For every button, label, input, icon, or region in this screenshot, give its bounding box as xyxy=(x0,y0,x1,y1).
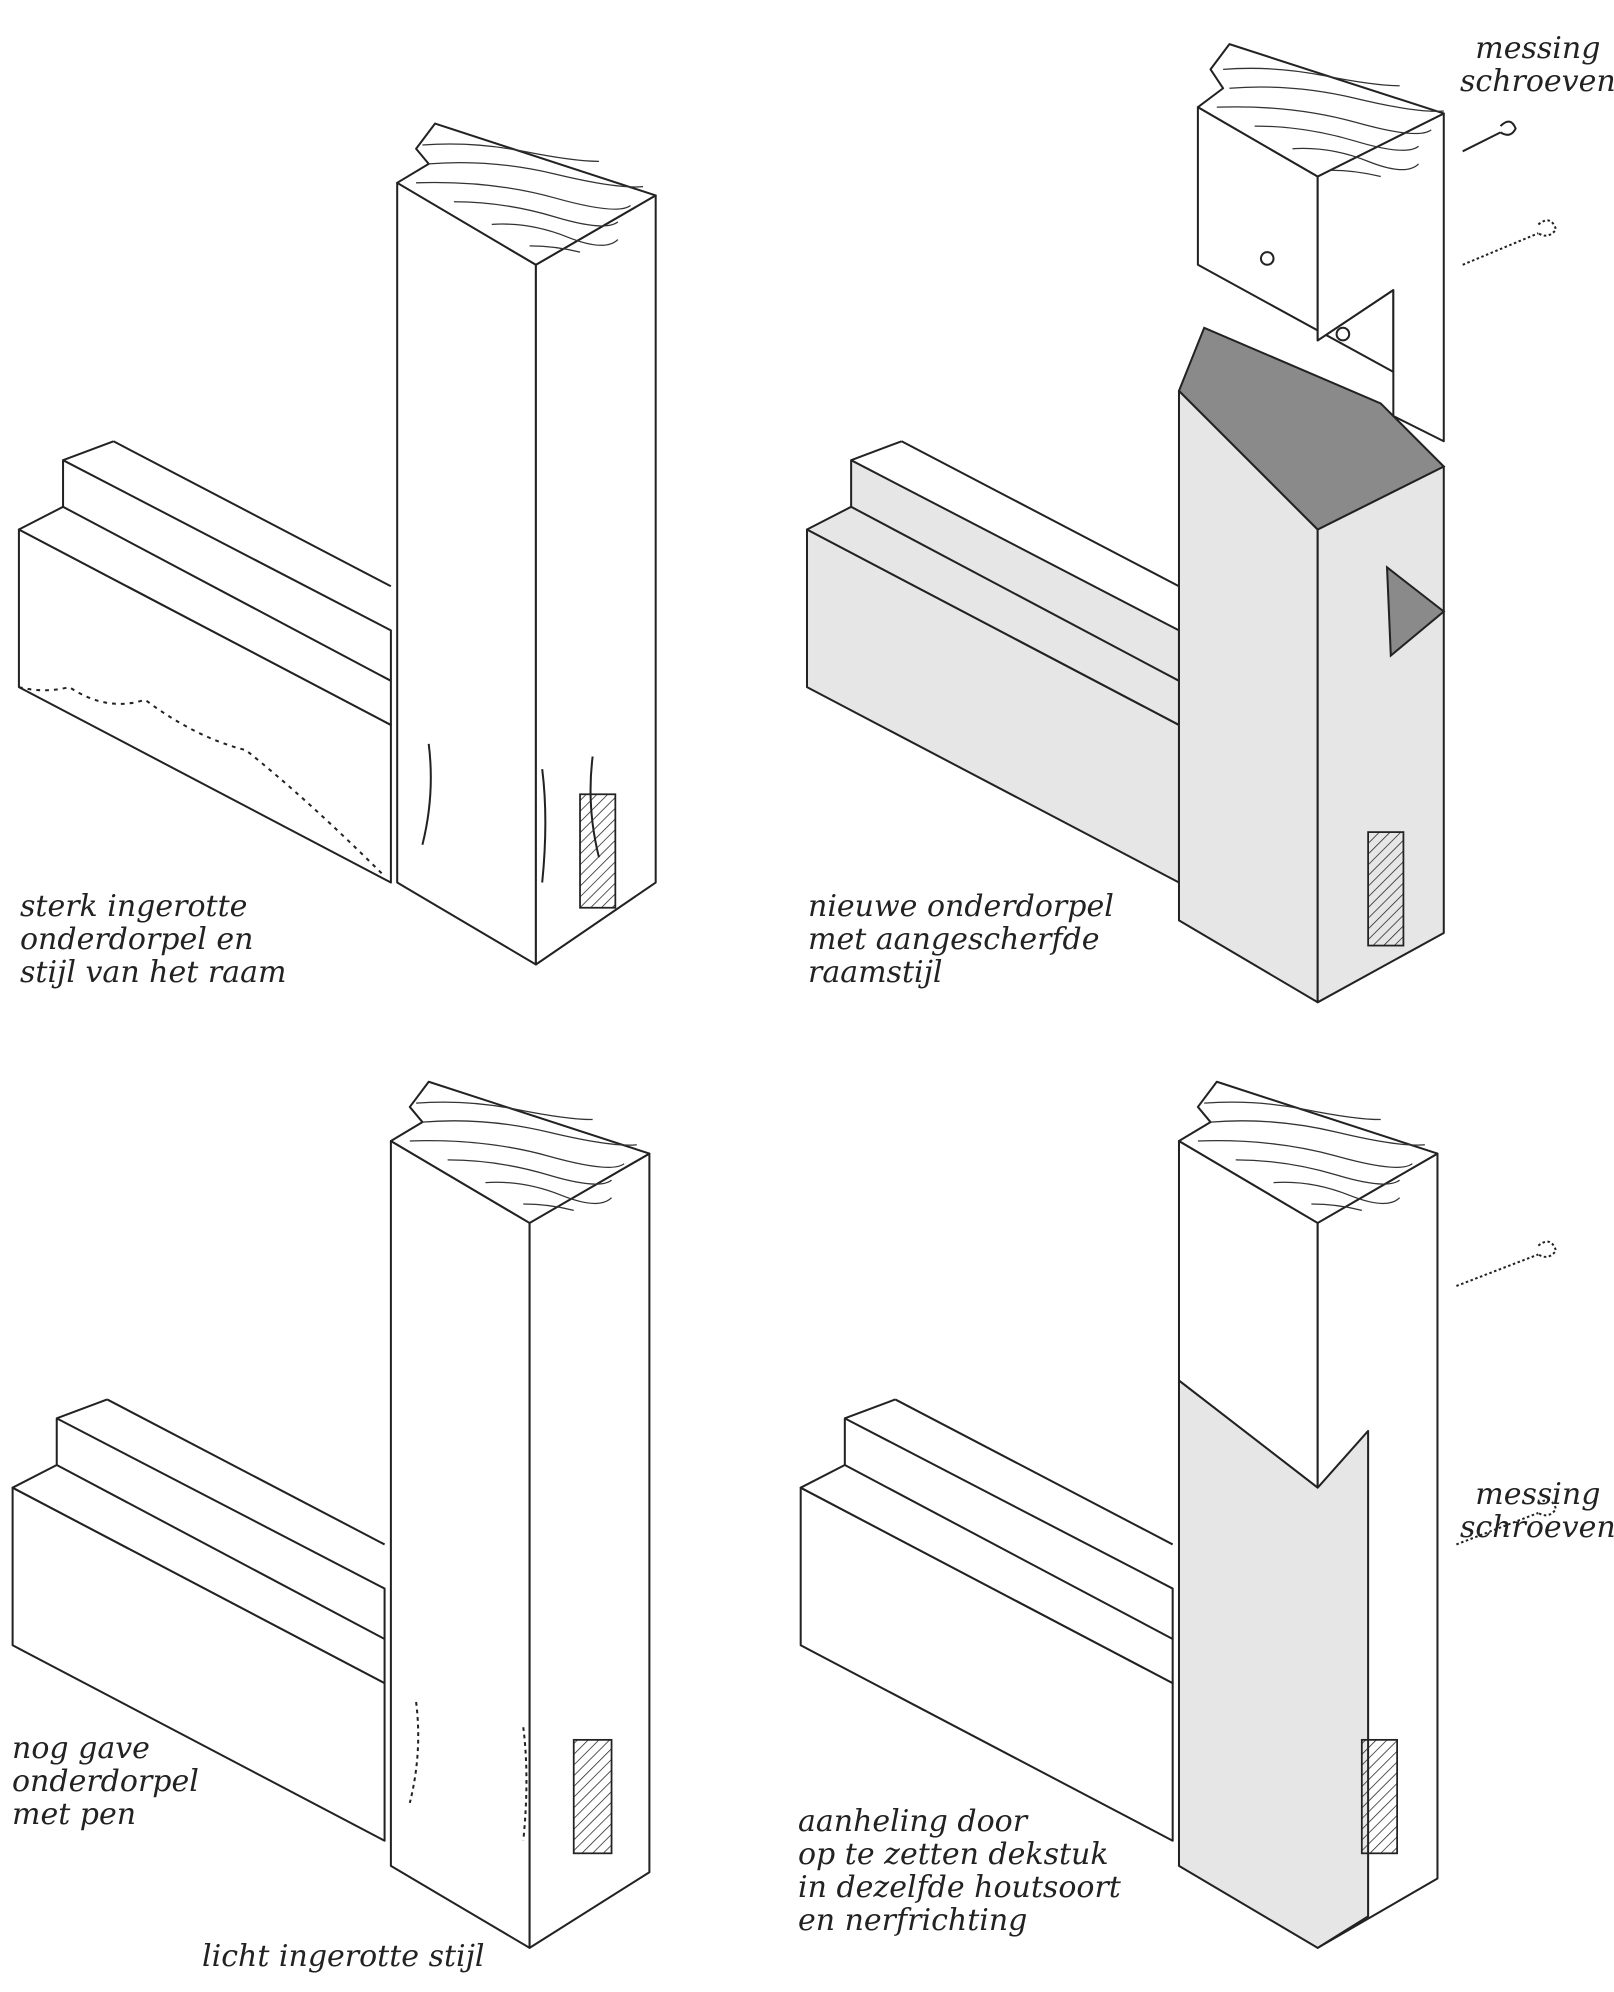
cover-piece xyxy=(1196,43,1445,443)
caption-bottom-left: licht ingerotte stijl xyxy=(202,1940,485,1973)
stile xyxy=(389,1080,651,1949)
label-screws-bottom: messing schroeven xyxy=(1460,1478,1614,1544)
stile xyxy=(396,122,657,966)
panel-sound-sill xyxy=(11,1080,651,1949)
label-top-left: sterk ingerotte onderdorpel en stijl van… xyxy=(20,890,286,989)
panel-repair xyxy=(799,1080,1558,1949)
label-line: nog gave xyxy=(12,1731,150,1766)
label-screws-top: messing schroeven xyxy=(1460,32,1614,98)
panel-new-sill xyxy=(805,43,1558,1004)
brass-screw xyxy=(1456,1240,1558,1546)
label-line: nieuwe onderdorpel xyxy=(808,889,1114,924)
label-bottom-right: aanheling door op te zetten dekstuk in d… xyxy=(798,1805,1121,1937)
mortise-hatch xyxy=(579,793,617,909)
label-top-right: nieuwe onderdorpel met aangescherfde raa… xyxy=(808,890,1114,989)
label-bottom-left: nog gave onderdorpel met pen xyxy=(12,1732,199,1831)
label-line: aanheling door xyxy=(798,1804,1028,1839)
label-line: onderdorpel xyxy=(12,1764,199,1799)
label-line: schroeven xyxy=(1460,1510,1614,1545)
panel-rotted-sill-and-stile xyxy=(17,122,657,966)
label-line: messing xyxy=(1475,1477,1601,1512)
mortise-hatch xyxy=(1360,1738,1399,1855)
sill xyxy=(805,440,1180,884)
label-line: messing xyxy=(1475,31,1601,66)
sill xyxy=(11,1398,386,1842)
stile xyxy=(1177,1080,1439,1949)
screw-hole xyxy=(1259,251,1275,266)
label-line: onderdorpel en xyxy=(20,922,254,957)
stile-scarfed xyxy=(1177,326,1446,1004)
label-line: raamstijl xyxy=(808,955,943,990)
sill xyxy=(17,440,392,884)
label-line: licht ingerotte stijl xyxy=(202,1939,485,1974)
mortise-hatch xyxy=(1367,831,1405,947)
label-line: met aangescherfde xyxy=(808,922,1100,957)
label-line: stijl van het raam xyxy=(20,955,287,990)
sill xyxy=(799,1398,1174,1842)
label-line: sterk ingerotte xyxy=(20,889,248,924)
tenon-hatch xyxy=(572,1738,613,1855)
label-line: in dezelfde houtsoort xyxy=(798,1870,1121,1905)
brass-screw xyxy=(1462,120,1558,266)
label-line: schroeven xyxy=(1460,64,1614,99)
label-line: en nerfrichting xyxy=(798,1903,1028,1938)
cover-piece xyxy=(1177,1379,1370,1949)
label-line: op te zetten dekstuk xyxy=(798,1837,1109,1872)
screw-hole xyxy=(1335,326,1351,342)
label-line: met pen xyxy=(12,1797,137,1832)
